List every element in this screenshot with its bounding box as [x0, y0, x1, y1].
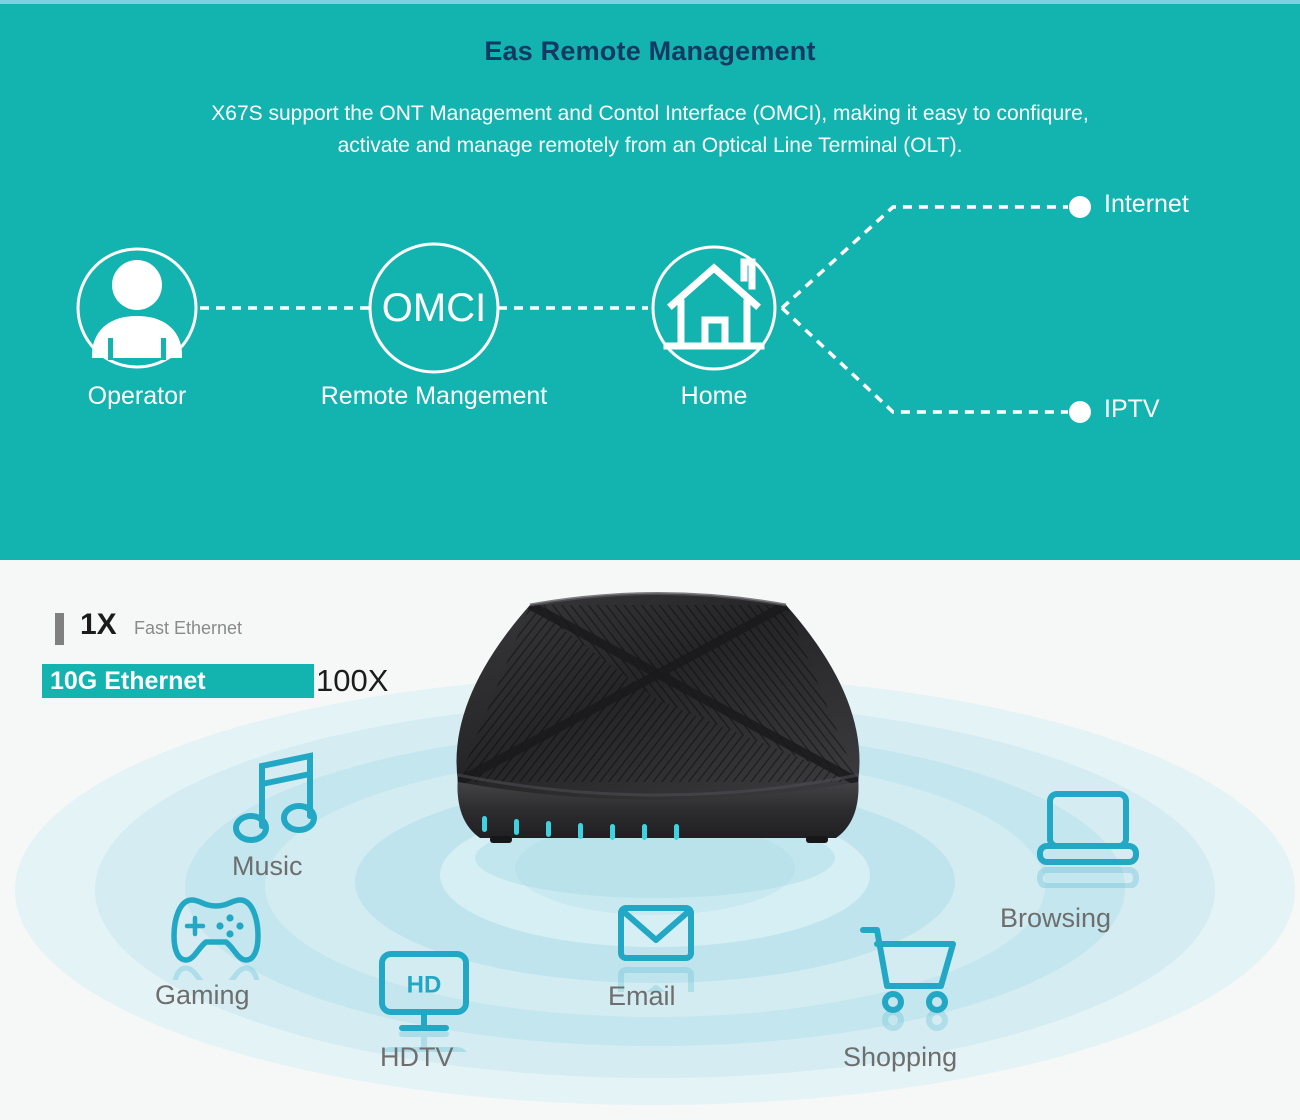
remote-management-panel: Eas Remote Management X67S support the O… — [0, 0, 1300, 560]
diagram-label-internet: Internet — [1104, 190, 1189, 218]
diagram-label-home: Home — [680, 382, 748, 410]
use-label-shopping: Shopping — [843, 1042, 958, 1072]
use-label-hdtv: HDTV — [380, 1042, 454, 1072]
signal-rings-graphic — [15, 675, 1295, 1105]
concentric-rings — [15, 675, 1295, 1105]
diagram-label-iptv: IPTV — [1104, 395, 1160, 423]
device-foot-left — [490, 836, 512, 843]
device-top-highlight — [529, 592, 787, 607]
tv-hd-badge: HD — [407, 972, 442, 999]
signal-rings-scene — [0, 570, 1300, 1120]
music-note-icon — [233, 752, 317, 901]
diagram-label-operator: Operator — [87, 382, 187, 410]
envelope-icon — [618, 905, 694, 1023]
device-foot-right — [806, 836, 828, 843]
house-icon — [663, 258, 765, 350]
tv-icon: HD — [379, 951, 469, 1111]
use-icon-browsing — [1036, 788, 1140, 941]
laptop-icon — [1037, 791, 1139, 941]
omci-circle-icon — [368, 242, 500, 374]
shopping-cart-icon — [860, 927, 956, 1081]
use-label-browsing: Browsing — [1000, 903, 1112, 933]
panel-subtitle-line-1: X67S support the ONT Management and Cont… — [211, 102, 1089, 125]
home-circle-icon — [651, 245, 777, 371]
use-icon-gaming — [168, 888, 264, 1031]
diagram-node-omci[interactable]: OMCI — [368, 242, 500, 374]
device-led-indicators — [482, 816, 679, 840]
ont-router-device — [418, 570, 898, 890]
endpoint-dot-icon-internet — [1069, 196, 1091, 218]
person-icon — [92, 260, 182, 360]
diagram-graphics: OMCI — [76, 196, 1091, 423]
speed-comparison-chart: 1X Fast Ethernet 10G Ethernet 100X — [42, 608, 462, 704]
top-accent-strip — [0, 0, 1300, 4]
use-icon-music — [232, 748, 328, 901]
device-graphic — [456, 592, 860, 843]
fast-ethernet-label: Fast Ethernet — [134, 618, 243, 638]
endpoint-dot-icon-iptv — [1069, 401, 1091, 423]
chart-row-fast-ethernet: 1X Fast Ethernet — [42, 608, 462, 654]
10g-ethernet-label: 10G Ethernet — [50, 667, 206, 695]
operator-circle-icon — [76, 247, 198, 369]
chart-row-10g-ethernet: 10G Ethernet 100X — [42, 663, 462, 704]
use-label-music: Music — [232, 851, 303, 881]
use-icon-hdtv: HD — [374, 948, 474, 1111]
use-label-gaming: Gaming — [155, 980, 250, 1010]
omci-badge-text: OMCI — [382, 286, 486, 330]
10g-ethernet-multiplier: 100X — [316, 663, 389, 698]
page-title: Eas Remote Management — [484, 36, 816, 66]
use-icon-shopping — [855, 922, 965, 1081]
diagram-label-remote-management: Remote Mangement — [320, 382, 548, 410]
diagram-node-operator[interactable] — [76, 247, 198, 369]
bar-10g-ethernet — [42, 664, 314, 698]
connected-home-panel: 1X Fast Ethernet 10G Ethernet 100X — [0, 570, 1300, 1120]
connector-home-internet — [780, 205, 1068, 310]
use-label-email: Email — [608, 981, 676, 1011]
bar-fast-ethernet — [55, 613, 64, 645]
panel-subtitle-line-2: activate and manage remotely from an Opt… — [337, 134, 963, 157]
connector-home-iptv — [780, 306, 1068, 414]
device-front-edge-highlight — [457, 773, 859, 797]
omci-flow-diagram: OMCI Operator Remote Mangement Ho — [0, 170, 1300, 450]
diagram-node-home[interactable] — [651, 245, 777, 371]
fast-ethernet-multiplier: 1X — [80, 608, 117, 641]
gamepad-icon — [171, 897, 261, 1031]
